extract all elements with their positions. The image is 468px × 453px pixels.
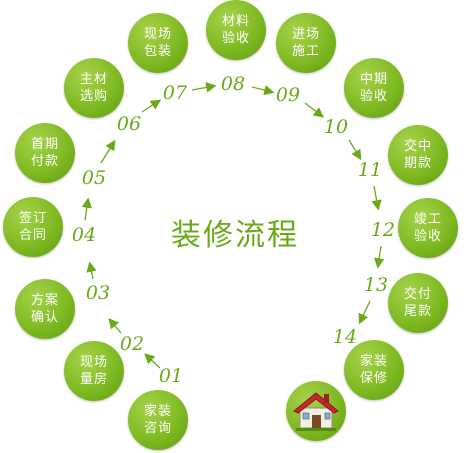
step-circle-14: 家装保修: [344, 340, 404, 400]
flow-arrow: [374, 245, 385, 269]
step-number: 08: [220, 73, 246, 95]
step-circle-12: 竣工验收: [398, 198, 458, 258]
step-number: 04: [71, 224, 97, 246]
step-number: 13: [363, 274, 389, 296]
step-circle-07: 现场包装: [128, 13, 188, 73]
step-number: 05: [81, 167, 107, 189]
step-circle-01: 家装咨询: [128, 390, 188, 450]
flow-arrow: [144, 353, 161, 369]
step-circle-06: 主材选购: [64, 58, 124, 118]
step-number: 14: [332, 326, 358, 348]
step-number: 10: [323, 116, 349, 138]
step-label: 交付尾款: [403, 287, 432, 319]
step-number: 11: [357, 159, 383, 181]
step-number: 03: [85, 282, 111, 304]
flow-arrow: [191, 82, 217, 93]
flow-arrow: [358, 300, 371, 325]
step-label: 首期付款: [30, 137, 59, 169]
diagram-title: 装修流程: [171, 218, 299, 253]
step-label: 现场包装: [143, 27, 172, 59]
step-label: 方案确认: [30, 293, 59, 325]
step-number: 01: [158, 365, 184, 387]
step-circle-11: 交中期款: [388, 125, 448, 185]
step-label: 中期验收: [359, 72, 388, 104]
house-circle: [286, 381, 346, 441]
step-label: 家装咨询: [143, 404, 172, 436]
flow-arrow: [348, 139, 362, 161]
flow-arrow: [141, 99, 162, 113]
step-circle-10: 中期验收: [344, 58, 404, 118]
step-label: 竣工验收: [413, 212, 442, 244]
step-label: 签订合同: [18, 211, 47, 243]
flow-arrow: [304, 102, 325, 118]
step-circle-08: 材料验收: [206, 0, 266, 60]
step-number: 02: [119, 333, 145, 355]
flow-arrow: [371, 185, 382, 211]
step-label: 现场量房: [79, 355, 108, 387]
step-circle-02: 现场量房: [64, 341, 124, 401]
step-number: 12: [370, 219, 396, 241]
flow-arrow: [108, 318, 122, 334]
flow-arrow: [251, 85, 275, 96]
step-circle-04: 签订合同: [3, 197, 63, 257]
step-label: 家装保修: [359, 354, 388, 386]
step-circle-03: 方案确认: [15, 279, 75, 339]
flow-arrow: [100, 139, 116, 164]
step-label: 进场施工: [291, 27, 320, 59]
step-number: 07: [162, 82, 188, 104]
flow-arrow: [86, 261, 97, 280]
step-label: 主材选购: [79, 72, 108, 104]
step-label: 材料验收: [221, 14, 250, 46]
step-circle-13: 交付尾款: [388, 273, 448, 333]
step-circle-09: 进场施工: [276, 13, 336, 73]
step-number: 09: [275, 84, 301, 106]
house-icon: [293, 392, 339, 431]
step-number: 06: [116, 113, 142, 135]
step-label: 交中期款: [403, 139, 432, 171]
flow-arrow: [81, 197, 92, 221]
step-circle-05: 首期付款: [15, 123, 75, 183]
